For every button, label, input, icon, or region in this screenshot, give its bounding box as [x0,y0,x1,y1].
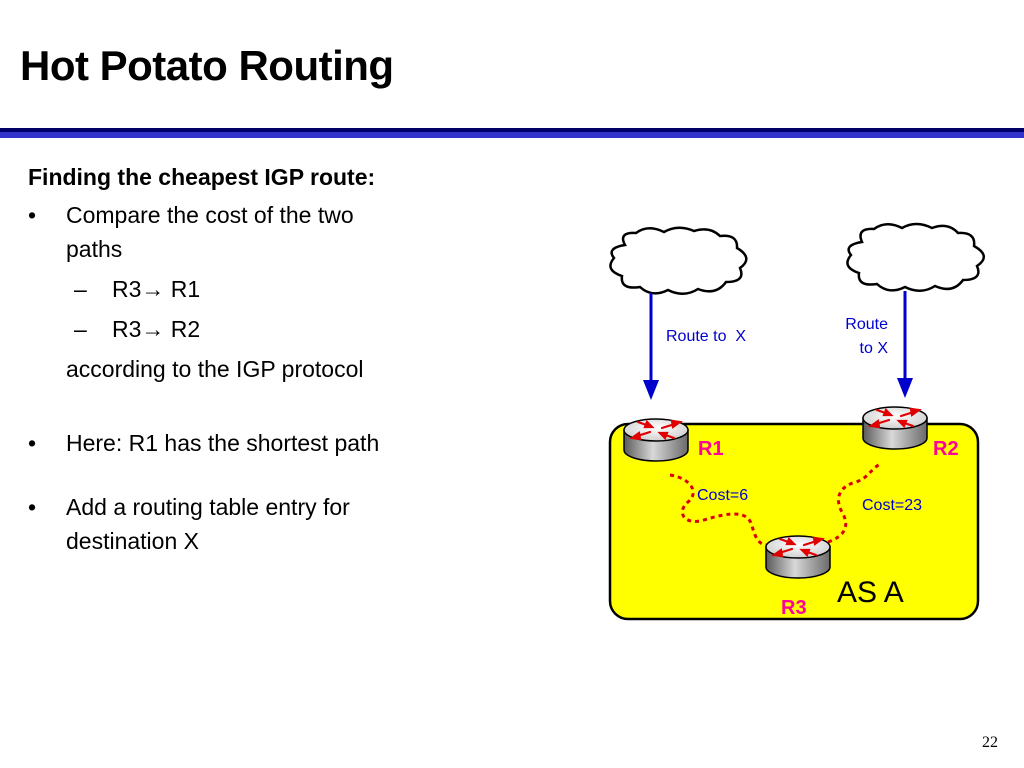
link-r3-r1 [669,473,775,547]
title-rule-light [0,132,1024,138]
page-number: 22 [982,734,998,751]
router-r3-icon [764,534,832,580]
sub-to: R2 [170,316,201,342]
igp-note: according to the IGP protocol [66,356,364,382]
bullet-dot: • [28,494,37,520]
bullet-text: Compare the cost of the two [66,202,354,228]
route-arrowhead-right [897,378,913,398]
router-r1-icon [622,417,690,463]
title-rule [0,128,1024,138]
bullet-text: Add a routing table entry for [66,494,350,520]
subitem-r3-r1: – R3→ R1 [28,272,478,306]
body-heading: Finding the cheapest IGP route: [28,164,376,190]
bullet-dot: • [28,430,37,456]
as-region [608,422,980,621]
slide-body: Finding the cheapest IGP route: • Compar… [28,160,478,558]
router-label-r3: R3 [781,597,807,619]
bullet-text-cont: destination X [66,528,199,554]
route-label-left: Route to X [666,328,746,345]
route-label-right-1: Route [845,316,888,333]
bullet-text: Here: R1 has the shortest path [66,430,380,456]
bullet-compare: • Compare the cost of the two paths [28,198,478,266]
cloud-left-icon [609,226,748,295]
route-arrowhead-left [643,380,659,400]
sub-dash: – [74,276,87,302]
cost-label-r2: Cost=23 [862,497,922,514]
slide-title: Hot Potato Routing [20,42,394,89]
sub-from: R3 [112,276,142,302]
bullet-add-entry: • Add a routing table entry for destinat… [28,490,478,558]
router-label-r2: R2 [933,438,959,460]
bullet-text-cont: paths [66,236,123,262]
arrow-icon: → [141,276,165,302]
link-r3-r2 [827,462,881,544]
arrow-icon: → [141,316,165,342]
sub-from: R3 [112,316,142,342]
as-label: AS A [837,576,904,609]
sub-dash: – [74,316,87,342]
bullet-dot: • [28,202,37,228]
cloud-right-icon [846,222,985,292]
router-r2-icon [861,405,929,451]
router-label-r1: R1 [698,438,724,460]
sub-to: R1 [170,276,201,302]
route-label-right-2: to X [860,340,889,357]
bullet-shortest: • Here: R1 has the shortest path [28,426,478,460]
title-rule-dark [0,128,1024,132]
cost-label-r1: Cost=6 [697,487,748,504]
subitem-r3-r2: – R3→ R2 [28,312,478,346]
